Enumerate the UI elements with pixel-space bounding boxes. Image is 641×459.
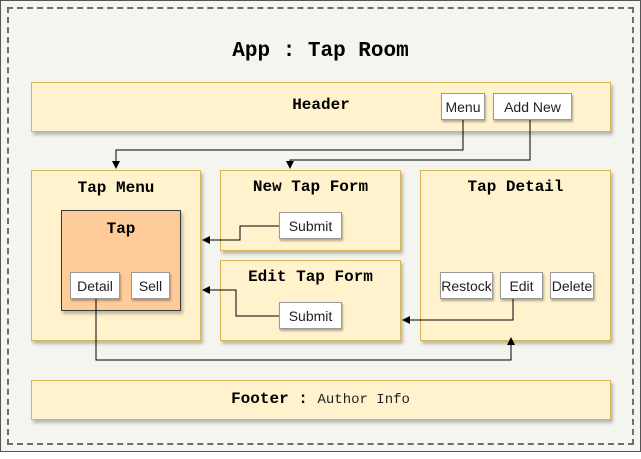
tap-detail-box: Tap Detail — [420, 170, 611, 341]
add-new-button[interactable]: Add New — [493, 93, 572, 120]
footer-box — [31, 380, 611, 420]
edit-submit-to-tap-menu-arrow — [202, 286, 279, 317]
tap-detail-title: Tap Detail — [467, 178, 564, 196]
edit-button[interactable]: Edit — [500, 272, 543, 299]
dashed-border — [7, 7, 634, 445]
detail-button[interactable]: Detail — [70, 272, 120, 299]
edit-to-edit-tap-form-arrow — [402, 299, 514, 324]
new-tap-form-title: New Tap Form — [252, 178, 369, 196]
delete-button[interactable]: Delete — [550, 272, 594, 299]
tap-menu-title: Tap Menu — [77, 179, 155, 197]
restock-button[interactable]: Restock — [440, 272, 493, 299]
edit-tap-submit-button[interactable]: Submit — [279, 302, 342, 329]
footer-text: Footer : Author Info — [0, 390, 641, 408]
new-tap-submit-button[interactable]: Submit — [279, 212, 342, 239]
header-title: Header — [292, 96, 350, 114]
menu-button[interactable]: Menu — [441, 93, 485, 120]
diagram-title: App : Tap Room — [232, 40, 409, 63]
new-submit-to-tap-menu-arrow — [202, 225, 279, 244]
footer-detail: Author Info — [317, 392, 410, 408]
edit-tap-form-title: Edit Tap Form — [248, 268, 373, 286]
footer-separator: : — [288, 390, 318, 408]
detail-to-tap-detail-arrow — [95, 299, 515, 361]
menu-to-tap-menu-arrow — [112, 120, 464, 169]
sell-button[interactable]: Sell — [131, 272, 170, 299]
add-new-to-new-tap-form-arrow — [286, 120, 531, 169]
footer-label: Footer — [231, 390, 289, 408]
tap-title: Tap — [106, 220, 136, 238]
